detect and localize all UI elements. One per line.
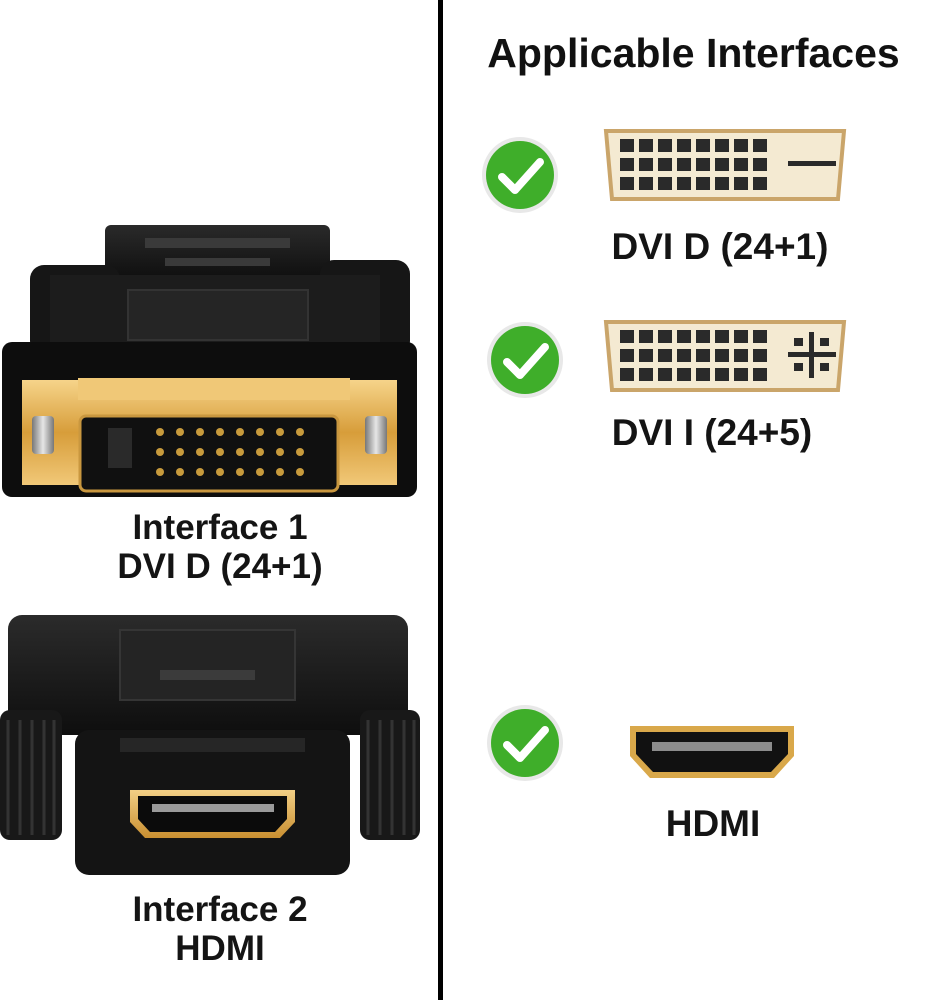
dvi-d-label: DVI D (24+1)	[611, 226, 829, 267]
hdmi-female-adapter-image	[0, 615, 420, 875]
applicable-interfaces-heading: Applicable Interfaces	[487, 30, 900, 76]
check-icon	[482, 137, 558, 213]
interface2-title: Interface 2	[132, 890, 308, 929]
hdmi-label: HDMI	[665, 803, 761, 844]
dvi-d-port-icon	[603, 129, 847, 201]
hdmi-port-icon	[630, 726, 794, 778]
dvi-male-adapter-image	[2, 225, 417, 497]
dvi-i-label: DVI I (24+5)	[611, 412, 813, 453]
dvi-i-port-icon	[603, 320, 847, 392]
interface2-label: Interface 2 HDMI	[40, 890, 400, 968]
interface1-type: DVI D (24+1)	[117, 547, 323, 587]
interface1-title: Interface 1	[132, 508, 308, 547]
check-icon	[487, 705, 563, 781]
check-icon	[487, 322, 563, 398]
interface1-label: Interface 1 DVI D (24+1)	[40, 508, 400, 586]
interface2-type: HDMI	[175, 929, 265, 969]
panel-divider	[438, 0, 443, 1000]
